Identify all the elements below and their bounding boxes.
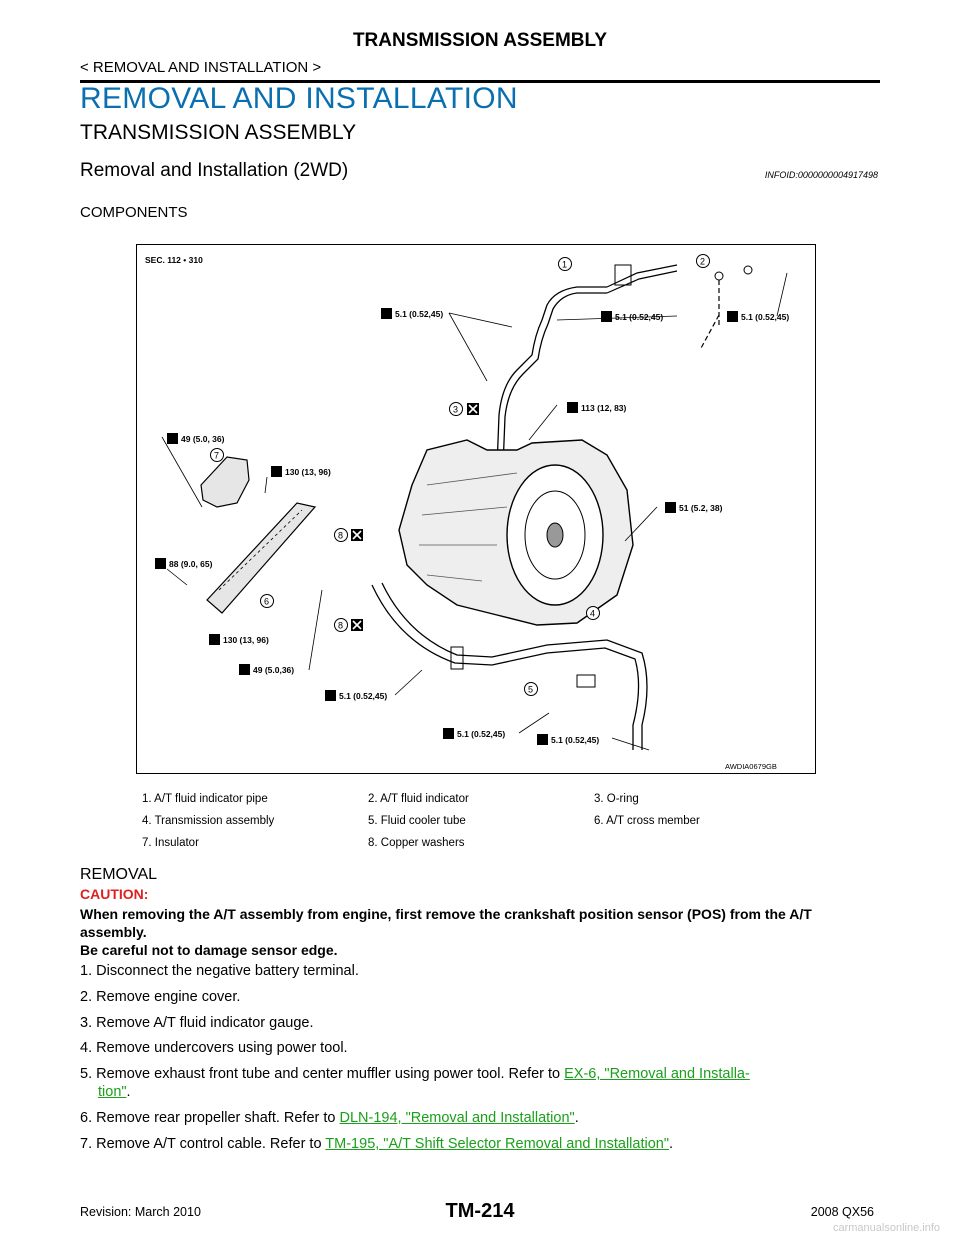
fluid-indicator-pipe	[496, 286, 607, 468]
step-3: 3. Remove A/T fluid indicator gauge.	[80, 1014, 314, 1031]
step-text: 5. Remove exhaust front tube and center …	[80, 1066, 565, 1083]
step-2: 2. Remove engine cover.	[80, 988, 241, 1005]
torque-label: 49 (5.0, 36)	[181, 434, 225, 444]
ex-6-link[interactable]: EX-6, "Removal and Installa-	[564, 1066, 750, 1083]
torque-label: 130 (13, 96)	[285, 467, 331, 477]
step-text: 6. Remove rear propeller shaft. Refer to	[80, 1109, 340, 1126]
page-header-title: TRANSMISSION ASSEMBLY	[352, 30, 608, 51]
callout-number: 6	[264, 597, 269, 607]
legend-item: 4. Transmission assembly	[142, 815, 275, 827]
callout-number: 3	[453, 405, 458, 415]
torque-label: 5.1 (0.52,45)	[615, 312, 663, 322]
insulator	[200, 456, 250, 508]
ex-6-link-cont[interactable]: tion"	[98, 1084, 127, 1101]
wrench-icon	[727, 311, 738, 322]
torque-label: 130 (13, 96)	[223, 635, 269, 645]
step-4: 4. Remove undercovers using power tool.	[80, 1040, 348, 1057]
caution-line: When removing the A/T assembly from engi…	[80, 906, 812, 940]
subsection-heading: TRANSMISSION ASSEMBLY	[80, 121, 357, 144]
legend-row: 4. Transmission assembly 5. Fluid cooler…	[136, 815, 816, 837]
wrench-icon	[665, 502, 676, 513]
callouts: 1 2 3 7 8 6 8 4 5	[210, 254, 710, 696]
wrench-icon	[443, 728, 454, 739]
torque-label: 49 (5.0,36)	[253, 665, 294, 675]
components-diagram: SEC. 112 • 310 AWDIA0679GB	[136, 244, 816, 774]
legend-item: 5. Fluid cooler tube	[368, 815, 466, 827]
info-id: INFOID:0000000004917498	[764, 170, 878, 180]
leader-lines	[161, 272, 788, 751]
diagram-drawing: SEC. 112 • 310 AWDIA0679GB	[145, 254, 789, 771]
callout-number: 2	[700, 257, 705, 267]
cross-member	[206, 502, 317, 614]
section-number: SEC. 112 • 310	[145, 255, 203, 265]
page-number: TM-214	[445, 1200, 515, 1222]
wrench-icon	[567, 402, 578, 413]
parts-legend: 1. A/T fluid indicator pipe 2. A/T fluid…	[136, 793, 816, 859]
wrench-icon	[381, 308, 392, 319]
wrench-icon	[155, 558, 166, 569]
legend-item: 3. O-ring	[594, 793, 639, 805]
fluid-indicator	[699, 280, 720, 351]
torque-labels: 5.1 (0.52,45) 5.1 (0.52,45) 5.1 (0.52,45…	[169, 309, 789, 745]
step-6: 6. Remove rear propeller shaft. Refer to…	[80, 1109, 579, 1126]
wrench-icon	[239, 664, 250, 675]
wrench-icon	[167, 433, 178, 444]
wrench-icon	[537, 734, 548, 745]
components-heading: COMPONENTS	[80, 204, 188, 221]
callout-number: 8	[338, 621, 343, 631]
wrench-icons	[155, 308, 738, 745]
watermark: carmanualsonline.info	[832, 1222, 940, 1234]
legend-row: 7. Insulator 8. Copper washers	[136, 837, 816, 859]
torque-label: 88 (9.0, 65)	[169, 559, 213, 569]
torque-label: 5.1 (0.52,45)	[551, 735, 599, 745]
callout-number: 5	[528, 685, 533, 695]
torque-label: 5.1 (0.52,45)	[395, 309, 443, 319]
legend-item: 1. A/T fluid indicator pipe	[142, 793, 268, 805]
torque-label: 5.1 (0.52,45)	[339, 691, 387, 701]
caution-line: Be careful not to damage sensor edge.	[80, 942, 338, 958]
callout-number: 4	[590, 609, 595, 619]
step-5: 5. Remove exhaust front tube and center …	[80, 1066, 750, 1101]
removal-steps: 1. Disconnect the negative battery termi…	[80, 962, 880, 1161]
dln-194-link[interactable]: DLN-194, "Removal and Installation"	[339, 1109, 575, 1126]
procedure-heading: Removal and Installation (2WD)	[80, 160, 349, 181]
legend-row: 1. A/T fluid indicator pipe 2. A/T fluid…	[136, 793, 816, 815]
caution-label: CAUTION:	[80, 886, 149, 902]
step-1: 1. Disconnect the negative battery termi…	[80, 963, 359, 979]
fluid-cooler-tube	[381, 582, 648, 750]
wrench-icon	[209, 634, 220, 645]
legend-item: 8. Copper washers	[368, 837, 465, 849]
wrench-icon	[271, 466, 282, 477]
torque-label: 5.1 (0.52,45)	[741, 312, 789, 322]
caution-text: When removing the A/T assembly from engi…	[80, 905, 880, 959]
wrench-icon	[601, 311, 612, 322]
torque-label: 51 (5.2, 38)	[679, 503, 723, 513]
torque-label: 113 (12, 83)	[581, 403, 627, 413]
header-divider	[80, 80, 880, 83]
breadcrumb: < REMOVAL AND INSTALLATION >	[80, 59, 322, 76]
callout-number: 1	[562, 260, 567, 270]
tm-195-link[interactable]: TM-195, "A/T Shift Selector Removal and …	[325, 1135, 669, 1152]
figure-id: AWDIA0679GB	[725, 762, 777, 771]
step-text: 7. Remove A/T control cable. Refer to	[80, 1135, 326, 1152]
wrench-icon	[325, 690, 336, 701]
removal-heading: REMOVAL	[80, 866, 158, 883]
legend-item: 7. Insulator	[142, 837, 199, 849]
legend-item: 6. A/T cross member	[594, 815, 700, 827]
section-heading: REMOVAL AND INSTALLATION	[80, 82, 518, 115]
callout-number: 7	[214, 451, 219, 461]
revision-date: Revision: March 2010	[80, 1205, 201, 1219]
model-year: 2008 QX56	[810, 1205, 874, 1219]
torque-label: 5.1 (0.52,45)	[457, 729, 505, 739]
callout-number: 8	[338, 531, 343, 541]
legend-item: 2. A/T fluid indicator	[368, 793, 469, 805]
legend-item	[588, 837, 814, 859]
step-7: 7. Remove A/T control cable. Refer to TM…	[80, 1135, 674, 1152]
